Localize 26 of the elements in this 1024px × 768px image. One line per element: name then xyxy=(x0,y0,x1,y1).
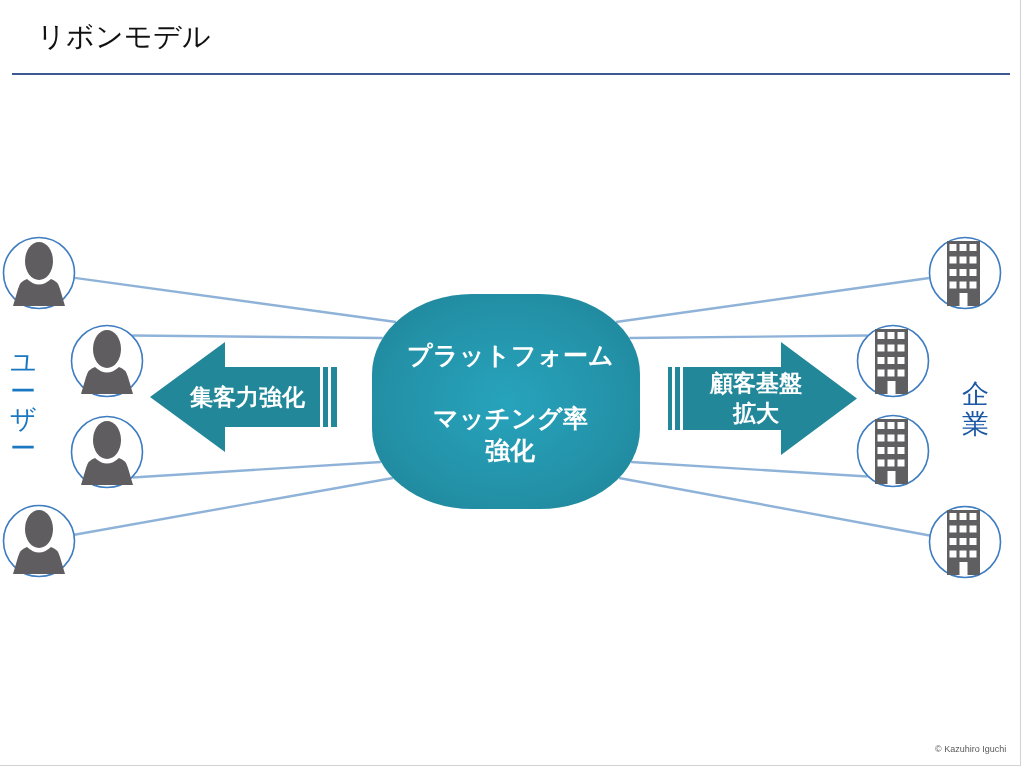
block-arrow xyxy=(150,342,337,452)
arrow-label: 集客力強化 xyxy=(189,383,305,412)
block-arrow xyxy=(668,342,857,455)
connector-line xyxy=(631,460,868,478)
slide-title: リボンモデル xyxy=(37,20,211,54)
arrow-label: 顧客基盤拡大 xyxy=(708,369,803,428)
connector-line xyxy=(618,476,930,537)
vertical-label: ユーザー xyxy=(10,348,36,463)
connector-line xyxy=(615,276,930,324)
connector-line xyxy=(132,334,383,340)
connector-line xyxy=(132,460,381,479)
copyright-note: © Kazuhiro Iguchi xyxy=(935,743,1007,755)
vertical-label: 企業 xyxy=(962,380,989,440)
building-icon xyxy=(928,505,1002,579)
person-icon xyxy=(2,504,76,578)
platform-text: マッチング率強化 xyxy=(431,403,589,466)
platform-title: プラットフォーム xyxy=(406,340,614,371)
building-icon xyxy=(928,236,1002,310)
person-icon xyxy=(2,236,76,310)
connector-line xyxy=(74,476,394,536)
connector-line xyxy=(74,276,397,324)
building-icon xyxy=(856,324,930,398)
person-icon xyxy=(70,415,144,489)
connector-line xyxy=(629,334,868,340)
person-icon xyxy=(70,324,144,398)
building-icon xyxy=(856,414,930,488)
